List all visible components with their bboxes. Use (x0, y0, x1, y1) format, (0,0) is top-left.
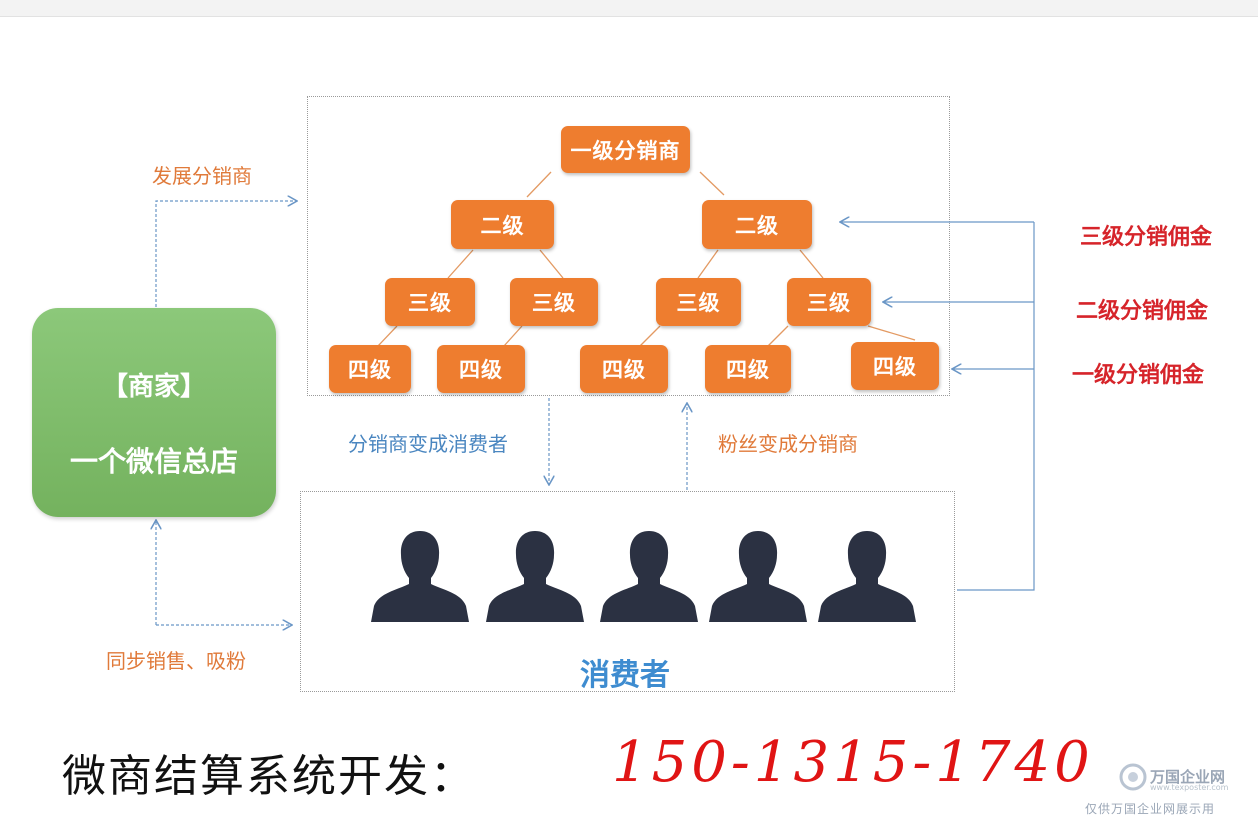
level1-distributor-node: 一级分销商 (561, 126, 690, 173)
consumer-person-icon (600, 531, 698, 622)
level4-node: 四级 (437, 345, 525, 393)
level3-node: 三级 (787, 278, 871, 326)
footer-title: 微商结算系统开发： (62, 751, 476, 802)
watermark-brand: 万国企业网 (1150, 768, 1226, 786)
sync-sales-label: 同步销售、吸粉 (106, 649, 246, 673)
footer-phone-number: 150-1315-1740 (612, 730, 1094, 795)
watermark-logo-icon (1119, 763, 1147, 791)
consumer-person-icon (818, 531, 916, 622)
level2-commission-label: 二级分销佣金 (1076, 299, 1209, 324)
level4-node: 四级 (329, 345, 411, 393)
watermark-notice: 仅供万国企业网展示用 (1085, 802, 1216, 816)
consumer-person-icon (371, 531, 469, 622)
level4-node: 四级 (851, 342, 939, 390)
level3-commission-label: 三级分销佣金 (1080, 225, 1213, 250)
level2-node: 二级 (451, 200, 554, 249)
level2-node: 二级 (702, 200, 812, 249)
watermark-url: www.texposter.com (1150, 783, 1229, 792)
level3-node: 三级 (656, 278, 741, 326)
consumer-person-icon (486, 531, 584, 622)
consumer-label: 消费者 (580, 658, 670, 693)
level3-node: 三级 (510, 278, 598, 326)
develop-distributor-label: 发展分销商 (152, 164, 252, 188)
level4-node: 四级 (705, 345, 791, 393)
level1-commission-label: 一级分销佣金 (1072, 363, 1205, 388)
merchant-subtitle: 一个微信总店 (69, 445, 238, 478)
level3-node: 三级 (385, 278, 475, 326)
consumer-person-icon (709, 531, 807, 622)
window-top-bar (0, 0, 1258, 17)
level4-node: 四级 (580, 345, 668, 393)
fan-to-distributor-label: 粉丝变成分销商 (718, 432, 858, 456)
merchant-title: 【商家】 (101, 372, 206, 402)
merchant-box: 【商家】 一个微信总店 (32, 308, 276, 517)
distributor-to-consumer-label: 分销商变成消费者 (348, 432, 508, 456)
